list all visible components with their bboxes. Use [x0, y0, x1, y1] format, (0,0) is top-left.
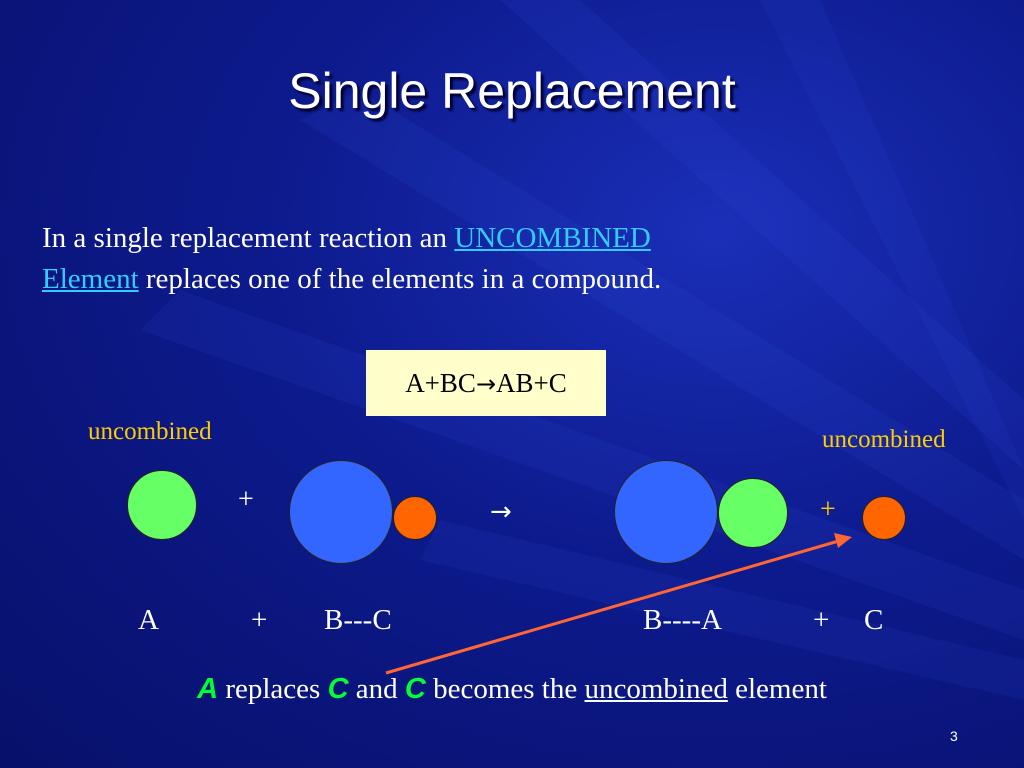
element-a-circle — [127, 470, 197, 540]
element-b-circle-right — [614, 460, 718, 564]
equation-right: AB+C — [496, 368, 567, 398]
label-plus-2: + — [813, 604, 830, 636]
bottom-and: and — [348, 673, 405, 705]
bottom-element: element — [727, 673, 827, 705]
label-plus-1: + — [251, 604, 268, 636]
plus-sign-right: + — [820, 494, 836, 525]
equation-arrow-icon: → — [475, 370, 497, 398]
element-a-circle-right — [718, 478, 788, 548]
element-b-circle-left — [289, 460, 393, 564]
bottom-replaces: replaces — [218, 673, 328, 705]
bottom-c2: C — [404, 673, 426, 705]
equation-box: A+BC→AB+C — [366, 350, 606, 416]
bottom-uncombined: uncombined — [584, 673, 728, 705]
equation-left: A+BC — [405, 368, 476, 398]
slide-title: Single Replacement — [288, 63, 736, 119]
page-number: 3 — [950, 728, 958, 744]
reaction-arrow-icon: → — [490, 497, 512, 527]
label-c: C — [864, 604, 884, 636]
element-c-circle-right — [862, 496, 906, 540]
uncombined-label-left: uncombined — [88, 418, 212, 445]
intro-paragraph: In a single replacement reaction an UNCO… — [42, 218, 1002, 300]
intro-text-start: In a single replacement reaction an — [42, 222, 455, 254]
plus-sign-left: + — [238, 484, 254, 515]
intro-text-end: replaces one of the elements in a compou… — [138, 263, 662, 295]
label-a: A — [138, 604, 159, 636]
label-b-a: B----A — [643, 604, 722, 636]
bottom-a: A — [197, 673, 219, 705]
uncombined-link[interactable]: UNCOMBINED — [454, 222, 651, 254]
bottom-statement: A replaces C and C becomes the uncombine… — [0, 673, 1024, 706]
element-link[interactable]: Element — [42, 263, 139, 295]
bottom-becomes: becomes the — [425, 673, 585, 705]
uncombined-label-right: uncombined — [822, 426, 946, 453]
element-c-circle-left — [393, 496, 437, 540]
bottom-c1: C — [327, 673, 349, 705]
label-b-c: B---C — [324, 604, 392, 636]
